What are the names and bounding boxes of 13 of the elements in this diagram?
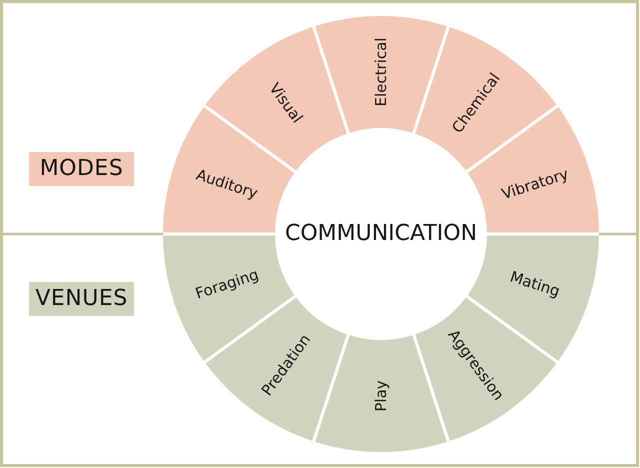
category-tag bbox=[29, 152, 134, 186]
ring-segment bbox=[415, 297, 557, 441]
category-label: MODES bbox=[40, 156, 124, 182]
segment-label: Electrical bbox=[372, 38, 390, 106]
ring-segment bbox=[205, 27, 347, 171]
ring-segment bbox=[315, 16, 447, 133]
segment-label: Play bbox=[372, 380, 390, 412]
category-tag bbox=[29, 282, 134, 316]
category-label: VENUES bbox=[35, 286, 128, 312]
ring-segment bbox=[315, 335, 447, 452]
ring-segment bbox=[415, 27, 557, 171]
ring-segment bbox=[205, 297, 347, 441]
hub-label: COMMUNICATION bbox=[284, 221, 478, 247]
